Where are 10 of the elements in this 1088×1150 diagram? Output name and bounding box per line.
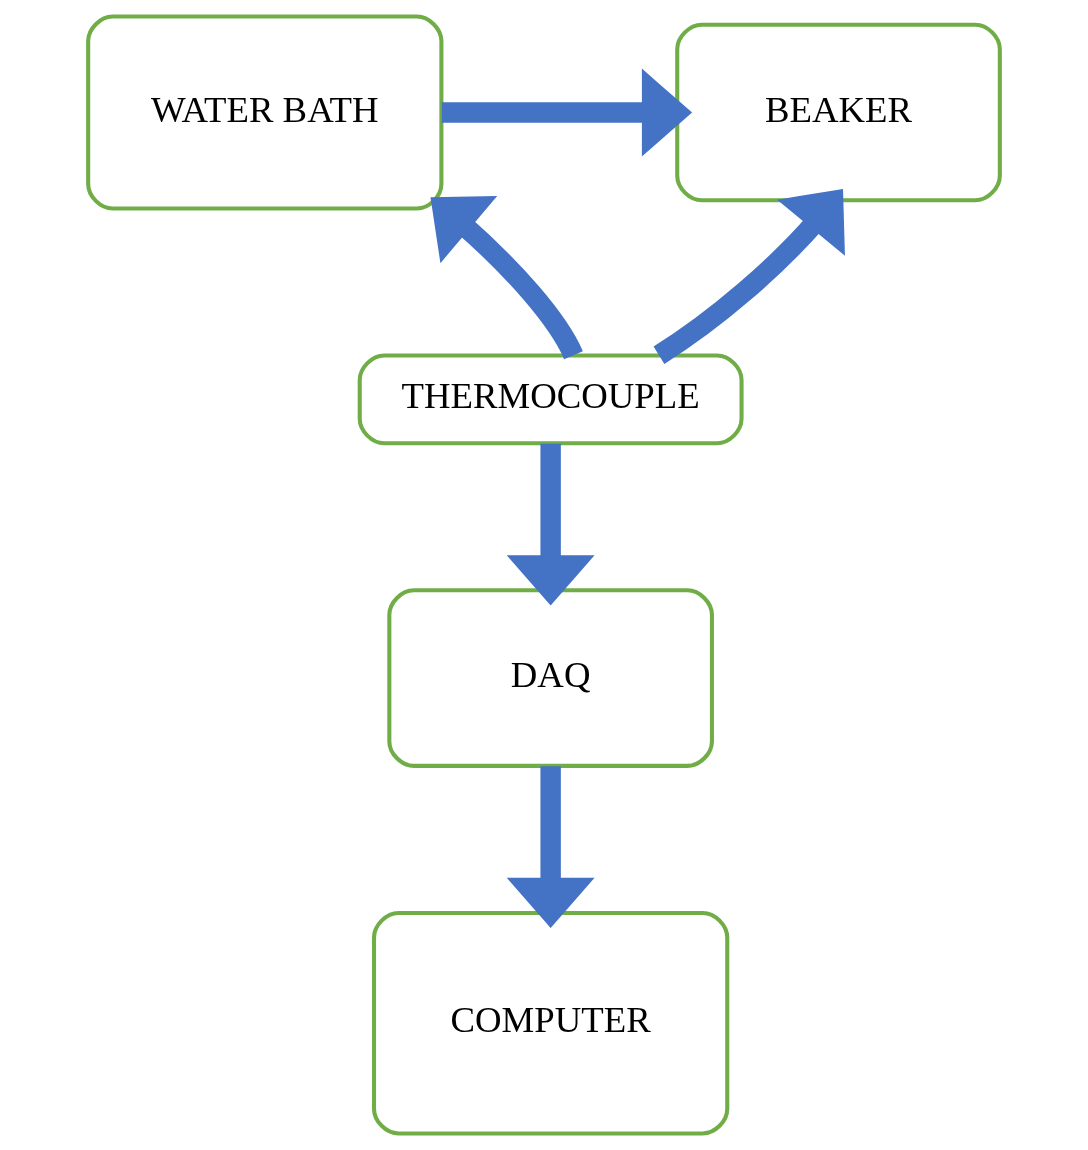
- arrow: [430, 196, 583, 360]
- arrow: [506, 766, 595, 928]
- node-box: BEAKER: [675, 22, 1002, 203]
- node-box: COMPUTER: [371, 910, 730, 1136]
- node-box: WATER BATH: [86, 14, 444, 211]
- arrow: [441, 68, 693, 157]
- node-box: THERMOCOUPLE: [357, 353, 744, 446]
- arrow: [653, 189, 845, 364]
- arrow: [506, 443, 595, 606]
- node-box: DAQ: [387, 588, 714, 768]
